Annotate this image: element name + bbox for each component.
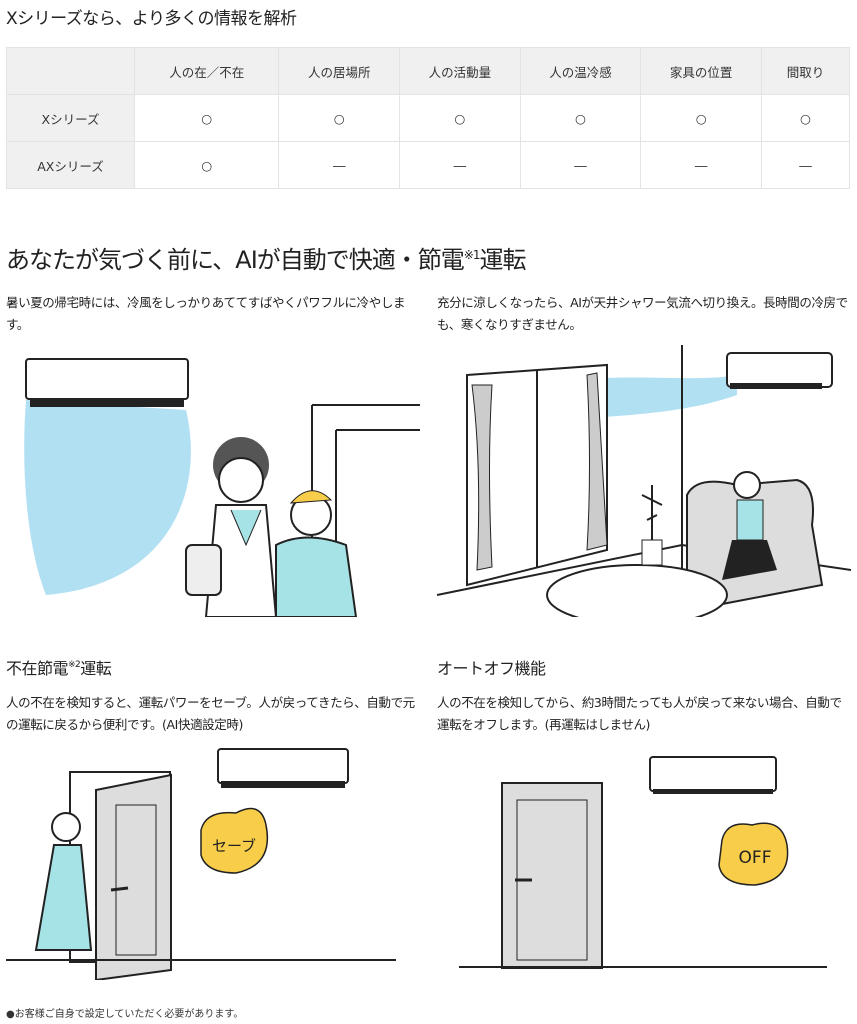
table-row: Xシリーズ ○ ○ ○ ○ ○ ○ xyxy=(6,94,850,142)
headline-text: 運転 xyxy=(479,246,526,274)
table-cell: ○ xyxy=(133,141,280,189)
footnote: ●お客様ご自身で設定していただく必要があります。 xyxy=(6,1009,244,1020)
column-header: 人の活動量 xyxy=(399,47,521,95)
table-cell: ○ xyxy=(133,94,280,142)
cooling-illustration xyxy=(24,358,420,617)
table-cell: ○ xyxy=(761,94,850,142)
autooff-title: オートオフ機能 xyxy=(437,659,546,678)
autooff-illustration: OFF xyxy=(459,756,827,969)
column-header: 人の居場所 xyxy=(278,47,401,95)
table-cell: ○ xyxy=(519,94,642,142)
table-header-row: 人の在／不在 人の居場所 人の活動量 人の温冷感 家具の位置 間取り xyxy=(6,47,850,95)
footnote-ref: ※1 xyxy=(463,248,481,262)
table-cell: ― xyxy=(278,141,401,189)
table-cell: ― xyxy=(399,141,521,189)
table-cell: ○ xyxy=(399,94,521,142)
corner-cell xyxy=(6,47,135,95)
table-cell: ― xyxy=(640,141,762,189)
absence-title-text: 不在節電 xyxy=(6,659,69,678)
absence-title: 不在節電※2運転 xyxy=(6,655,112,679)
absence-description: 人の不在を検知すると、運転パワーをセーブ。人が戻ってきたら、自動で元の運転に戻る… xyxy=(6,695,415,732)
column-header: 人の在／不在 xyxy=(133,47,280,95)
table-cell: ○ xyxy=(278,94,401,142)
ceiling-shower-description: 充分に涼しくなったら、AIが天井シャワー気流へ切り換え。長時間の冷房でも、寒くな… xyxy=(437,295,848,332)
autooff-description: 人の不在を検知してから、約3時間たっても人が戻って来ない場合、自動で運転をオフし… xyxy=(437,695,842,732)
table-cell: ○ xyxy=(640,94,762,142)
ceiling-shower-illustration xyxy=(437,345,851,617)
save-bubble-text: セーブ xyxy=(212,837,256,855)
cooling-description: 暑い夏の帰宅時には、冷風をしっかりあててすばやくパワフルに冷やします。 xyxy=(6,295,406,332)
feature-headline: あなたが気づく前に、AIが自動で快適・節電※1運転 xyxy=(6,240,526,275)
table-cell: ― xyxy=(761,141,850,189)
column-header: 間取り xyxy=(761,47,850,95)
headline-text: あなたが気づく前に、AIが自動で快適・節電 xyxy=(6,246,465,274)
off-bubble-text: OFF xyxy=(739,848,772,868)
row-header: Xシリーズ xyxy=(6,94,135,142)
comparison-table: 人の在／不在 人の居場所 人の活動量 人の温冷感 家具の位置 間取り Xシリーズ… xyxy=(6,47,850,189)
comparison-title: Xシリーズなら、より多くの情報を解析 xyxy=(6,9,297,29)
column-header: 家具の位置 xyxy=(640,47,762,95)
row-header: AXシリーズ xyxy=(6,141,135,189)
absence-illustration: セーブ xyxy=(6,748,396,980)
table-cell: ― xyxy=(519,141,642,189)
table-row: AXシリーズ ○ ― ― ― ― ― xyxy=(6,141,850,189)
absence-title-text: 運転 xyxy=(80,659,112,678)
footnote-ref: ※2 xyxy=(68,660,81,670)
column-header: 人の温冷感 xyxy=(519,47,642,95)
